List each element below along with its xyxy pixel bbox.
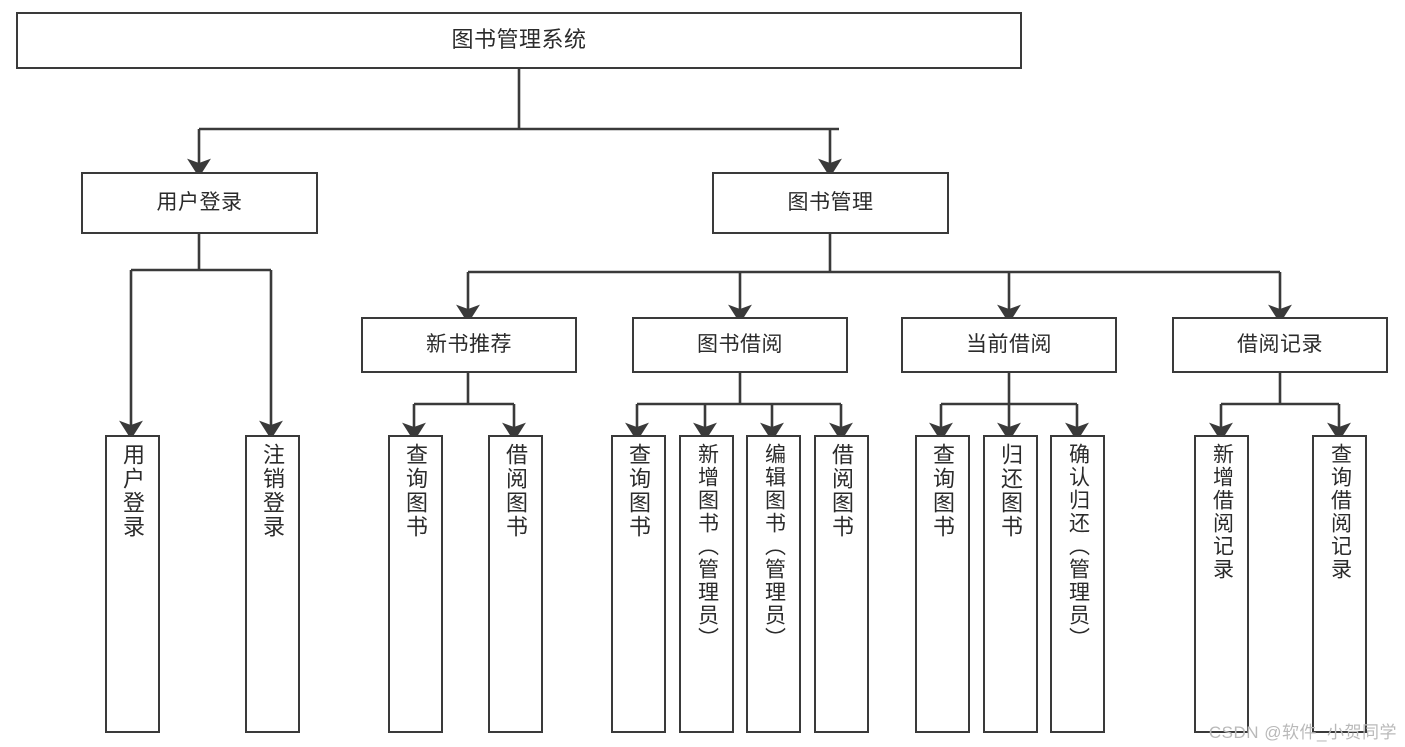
node-leaf-query-book-3[interactable]: 查询图书: [915, 435, 970, 733]
node-leaf-query-book-2[interactable]: 查询图书: [611, 435, 666, 733]
node-label: 查询借阅记录: [1328, 443, 1352, 581]
node-label: 编辑图书（管理员）: [762, 443, 786, 650]
node-user-login[interactable]: 用户登录: [81, 172, 318, 234]
node-leaf-return-book[interactable]: 归还图书: [983, 435, 1038, 733]
node-leaf-logout-login[interactable]: 注销登录: [245, 435, 300, 733]
node-leaf-query-record[interactable]: 查询借阅记录: [1312, 435, 1367, 733]
node-label: 注销登录: [260, 443, 286, 539]
node-leaf-add-book[interactable]: 新增图书（管理员）: [679, 435, 734, 733]
node-label: 图书借阅: [697, 333, 783, 357]
node-label: 查询图书: [930, 443, 956, 539]
node-leaf-borrow-book-1[interactable]: 借阅图书: [488, 435, 543, 733]
node-label: 确认归还（管理员）: [1066, 443, 1090, 650]
node-label: 用户登录: [120, 443, 146, 539]
node-current-borrow[interactable]: 当前借阅: [901, 317, 1117, 373]
node-label: 新书推荐: [426, 333, 512, 357]
node-book-management[interactable]: 图书管理: [712, 172, 949, 234]
node-new-book-recommend[interactable]: 新书推荐: [361, 317, 577, 373]
node-leaf-query-book-1[interactable]: 查询图书: [388, 435, 443, 733]
node-label: 归还图书: [998, 443, 1024, 539]
node-leaf-add-record[interactable]: 新增借阅记录: [1194, 435, 1249, 733]
node-label: 查询图书: [626, 443, 652, 539]
node-leaf-confirm-return[interactable]: 确认归还（管理员）: [1050, 435, 1105, 733]
node-book-borrow[interactable]: 图书借阅: [632, 317, 848, 373]
node-label: 借阅图书: [829, 443, 855, 539]
watermark-text: CSDN @软件_小贺同学: [1208, 723, 1397, 742]
node-leaf-borrow-book-2[interactable]: 借阅图书: [814, 435, 869, 733]
node-label: 用户登录: [156, 191, 243, 215]
node-leaf-user-login[interactable]: 用户登录: [105, 435, 160, 733]
node-label: 图书管理系统: [451, 27, 587, 53]
node-label: 查询图书: [403, 443, 429, 539]
node-leaf-edit-book[interactable]: 编辑图书（管理员）: [746, 435, 801, 733]
node-label: 当前借阅: [966, 333, 1052, 357]
node-label: 新增图书（管理员）: [695, 443, 719, 650]
node-label: 图书管理: [787, 191, 874, 215]
node-label: 借阅图书: [503, 443, 529, 539]
node-borrow-record[interactable]: 借阅记录: [1172, 317, 1388, 373]
node-root-system[interactable]: 图书管理系统: [16, 12, 1022, 69]
node-label: 新增借阅记录: [1210, 443, 1234, 581]
node-label: 借阅记录: [1237, 333, 1323, 357]
